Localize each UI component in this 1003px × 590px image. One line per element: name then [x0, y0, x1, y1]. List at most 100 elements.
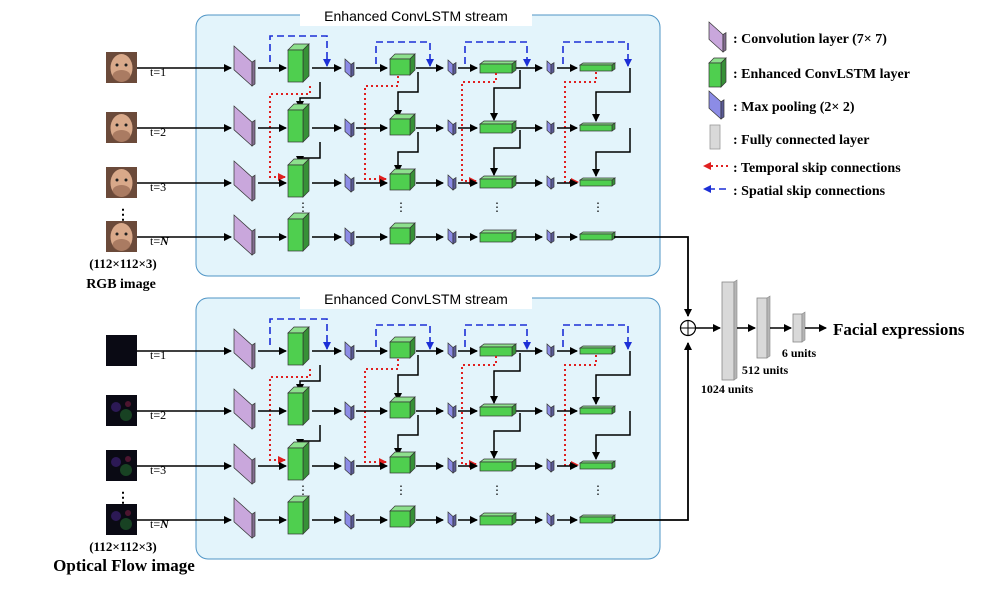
convlstm-layer	[287, 158, 310, 198]
convlstm-layer	[389, 451, 416, 474]
legend-label: : Temporal skip connections	[733, 161, 901, 176]
convlstm-layer	[478, 60, 518, 74]
layer-ellipsis: ⋮	[297, 483, 309, 497]
max-pooling-layer	[447, 342, 457, 359]
temporal-skip-connection	[461, 73, 497, 185]
max-pooling-layer	[447, 457, 457, 474]
fully-connected-layer	[756, 295, 771, 359]
convlstm-layer	[478, 229, 518, 243]
spatial-skip-connection	[562, 41, 632, 67]
stream-title: Enhanced ConvLSTM stream	[324, 8, 508, 24]
max-pooling-layer	[546, 512, 555, 527]
temporal-skip-connection	[564, 72, 597, 186]
state-arrow	[592, 68, 631, 122]
max-pooling-layer	[447, 119, 457, 136]
time-label: t=3	[150, 463, 166, 477]
convlstm-layer	[578, 231, 617, 241]
legend-convlstm-shape	[708, 57, 727, 88]
spatial-skip-connection	[375, 324, 434, 350]
max-pooling-layer	[344, 401, 355, 421]
input-frame	[106, 112, 137, 143]
temporal-skip-connection	[364, 76, 399, 183]
time-step-row	[137, 495, 617, 539]
time-label: t=3	[150, 180, 166, 194]
convlstm-layer	[478, 175, 518, 189]
fc-units-label: 6 units	[782, 346, 817, 360]
max-pooling-layer	[546, 229, 555, 244]
time-label: t=N	[150, 517, 170, 531]
convlstm-layer-icon	[708, 57, 727, 88]
input-name-caption: Optical Flow image	[53, 556, 195, 575]
fully-connected-layer	[721, 279, 738, 381]
max-pooling-layer	[344, 510, 355, 530]
layer-ellipsis: ⋮	[297, 200, 309, 214]
max-pooling-layer	[546, 343, 555, 358]
fc-units-label: 1024 units	[701, 382, 754, 396]
convlstm-layer	[578, 122, 617, 132]
fully-connected-icon	[709, 124, 721, 150]
spatial-skip-connection	[375, 41, 434, 67]
temporal-skip-connection	[564, 355, 597, 469]
output-label: Facial expressions	[833, 320, 965, 339]
convlstm-layer	[287, 386, 310, 426]
convlstm-layer	[287, 326, 310, 366]
layer-ellipsis: ⋮	[491, 200, 503, 214]
max-pooling-layer	[344, 58, 355, 78]
convolution-layer	[233, 105, 256, 147]
input-size-caption: (112×112×3)	[89, 539, 157, 554]
legend: : Convolution layer (7× 7): Enhanced Con…	[703, 21, 910, 199]
state-arrow	[394, 355, 419, 401]
layer-ellipsis: ⋮	[592, 483, 604, 497]
state-arrow	[296, 82, 321, 109]
convlstm-layer	[389, 113, 416, 136]
input-frame	[106, 167, 137, 198]
convolution-layer	[233, 328, 256, 370]
time-step-row	[137, 318, 632, 469]
convolution-layer	[233, 45, 256, 87]
convlstm-layer	[287, 212, 310, 252]
time-label: t=N	[150, 234, 170, 248]
max-pooling-layer	[447, 511, 457, 528]
max-pooling-layer	[344, 173, 355, 193]
convlstm-layer	[478, 458, 518, 472]
temporal-skip-connection	[269, 86, 311, 181]
time-label: t=1	[150, 348, 166, 362]
convlstm-layer	[478, 403, 518, 417]
legend-conv-shape	[708, 21, 727, 53]
rgb-stream: Enhanced ConvLSTM streamt=1t=2t=3t=N⋮(11…	[86, 7, 692, 317]
convlstm-layer	[287, 43, 310, 83]
time-step-row	[137, 103, 631, 177]
input-frame	[106, 52, 137, 83]
frame-ellipsis: ⋮	[116, 208, 130, 223]
layer-ellipsis: ⋮	[592, 200, 604, 214]
spatial-skip-connection	[269, 318, 331, 350]
state-arrow	[592, 411, 631, 460]
stream-title-bg	[300, 290, 532, 309]
stream-output-line	[614, 342, 692, 521]
convolution-layer	[233, 388, 256, 430]
state-arrow	[394, 415, 419, 456]
stream-output-line	[614, 236, 692, 317]
convolution-layer	[233, 443, 256, 485]
time-step-row	[137, 386, 631, 460]
state-arrow	[592, 351, 631, 405]
convlstm-layer	[478, 120, 518, 134]
stream-title: Enhanced ConvLSTM stream	[324, 291, 508, 307]
input-frame	[106, 221, 137, 252]
spatial-skip-connection	[464, 41, 531, 67]
layer-ellipsis: ⋮	[491, 483, 503, 497]
max-pooling-layer	[344, 227, 355, 247]
convlstm-layer	[578, 177, 617, 187]
time-label: t=2	[150, 408, 166, 422]
convlstm-layer	[578, 405, 617, 415]
state-arrow	[394, 72, 419, 118]
convlstm-layer	[389, 336, 416, 359]
state-arrow	[394, 132, 419, 173]
max-pooling-layer	[344, 456, 355, 476]
legend-label: : Max pooling (2× 2)	[733, 100, 855, 115]
input-frame	[106, 504, 137, 535]
max-pooling-layer	[447, 174, 457, 191]
max-pooling-layer	[546, 458, 555, 473]
